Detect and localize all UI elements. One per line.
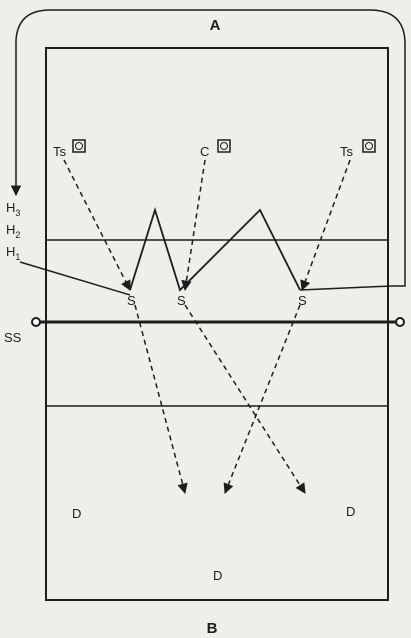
ts-right-marker-dot: [365, 142, 373, 150]
label-ss: SS: [4, 330, 22, 345]
label-h3: H3: [6, 200, 20, 218]
player-d-bottom: D: [213, 568, 222, 583]
player-s3: S: [298, 293, 307, 308]
c-marker-dot: [220, 142, 228, 150]
player-s2: S: [177, 293, 186, 308]
label-h2: H2: [6, 222, 20, 240]
label-h1: H1: [6, 244, 20, 262]
s3-to-route-line: [299, 285, 393, 291]
court-boundary: [45, 47, 389, 601]
player-ts-left: Ts: [53, 144, 67, 159]
player-c: C: [200, 144, 209, 159]
c-to-s2-arrow: [181, 159, 206, 292]
ts-right-to-s3-arrow: [300, 159, 351, 291]
ts-left-marker: [72, 139, 86, 153]
antenna-right: [395, 317, 405, 327]
label-a: A: [210, 17, 221, 34]
s1-to-court-arrow: [134, 304, 188, 495]
player-d-right: D: [346, 504, 355, 519]
player-s1: S: [127, 293, 136, 308]
ts-left-to-s1-arrow: [63, 159, 131, 291]
ts-right-marker: [362, 139, 376, 153]
ts-left-marker-dot: [75, 142, 83, 150]
h3-route-line: [10, 9, 406, 287]
h1-pointer-line: [19, 261, 131, 296]
player-d-left: D: [72, 506, 81, 521]
s2-to-court-arrow: [184, 304, 306, 494]
label-b: B: [207, 620, 218, 637]
player-ts-right: Ts: [340, 144, 354, 159]
zigzag-path: [129, 206, 301, 292]
c-marker: [217, 139, 231, 153]
s3-to-court-arrow: [223, 304, 301, 494]
antenna-left: [31, 317, 41, 327]
